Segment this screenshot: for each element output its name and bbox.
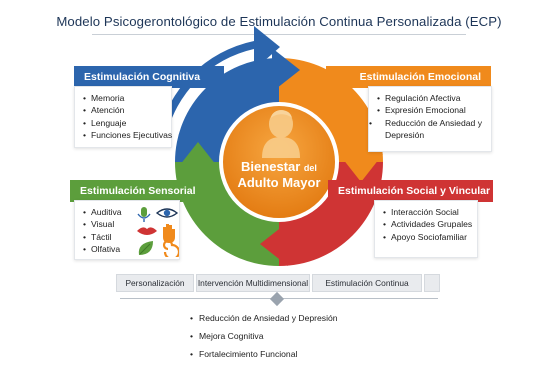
diagram-title: Modelo Psicogerontológico de Estimulació… <box>56 14 502 29</box>
arrow-cog-to-emo <box>272 48 300 92</box>
sensory-item: •Auditiva <box>83 207 122 217</box>
emotional-header: Estimulación Emocional <box>326 66 491 88</box>
emotional-item: •Reducción de Ansiedad y Depresión <box>369 117 482 141</box>
eye-icon <box>155 208 179 218</box>
center-line1-small: del <box>303 163 317 173</box>
microphone-icon <box>137 207 151 222</box>
emotional-item: •Regulación Afectiva <box>377 93 461 103</box>
cognitive-header: Estimulación Cognitiva <box>74 66 224 88</box>
pillar-empty <box>424 274 440 292</box>
leaf-icon <box>138 241 153 255</box>
center-label: Bienestar del Adulto Mayor <box>216 159 342 191</box>
sensory-item: •Olfativa <box>83 244 121 255</box>
sensory-item: •Visual <box>83 219 115 230</box>
emotional-card: •Regulación Afectiva •Expresión Emociona… <box>368 86 492 152</box>
social-card: •Interacción Social •Actividades Grupale… <box>374 200 478 258</box>
sensory-item: •Táctil <box>83 231 112 242</box>
cognitive-item: •Lenguaje <box>83 117 127 128</box>
sensory-header: Estimulación Sensorial <box>70 180 210 202</box>
pillar-personalization: Personalización <box>116 274 194 292</box>
cognitive-card: •Memoria •Atención •Lenguaje •Funciones … <box>74 86 172 148</box>
social-header: Estimulación Social y Vincular <box>328 180 493 202</box>
lips-icon <box>137 227 157 235</box>
cognitive-ring <box>175 58 279 162</box>
social-item: •Apoyo Sociofamiliar <box>383 231 467 242</box>
spiral-icon <box>162 239 179 257</box>
cognitive-item: •Memoria <box>83 93 125 103</box>
pillars-bar: Personalización Intervención Multidimens… <box>116 274 440 292</box>
hand-icon <box>163 224 175 243</box>
outcome-item: •Fortalecimiento Funcional <box>190 349 298 359</box>
outcome-item: •Mejora Cognitiva <box>190 331 264 341</box>
arrow-emo-to-soc <box>339 154 383 182</box>
outcome-item: •Reducción de Ansiedad y Depresión <box>190 313 338 323</box>
pillar-continuous: Estimulación Continua <box>312 274 422 292</box>
sensory-icons <box>137 207 179 257</box>
cognitive-item: •Funciones Ejecutivas <box>83 130 173 141</box>
center-line1: Bienestar <box>241 159 301 174</box>
emotional-item: •Expresión Emocional <box>377 105 466 116</box>
elderly-person-silhouette-icon <box>262 110 300 158</box>
outcomes-list: •Reducción de Ansiedad y Depresión •Mejo… <box>190 312 390 366</box>
social-item: •Interacción Social <box>383 207 459 217</box>
center-line2: Adulto Mayor <box>237 175 321 190</box>
arrow-sen-to-cog <box>176 142 220 170</box>
center-circle <box>219 102 339 222</box>
pillar-multidimensional: Intervención Multidimensional <box>196 274 310 292</box>
cognitive-item: •Atención <box>83 105 125 116</box>
emotional-ring <box>279 58 383 162</box>
arrow-soc-to-sen <box>260 222 288 266</box>
social-item: •Actividades Grupales <box>383 219 473 230</box>
sensory-card: •Auditiva •Visual •Táctil •Olfativa <box>74 200 180 260</box>
title-underline <box>92 34 466 35</box>
